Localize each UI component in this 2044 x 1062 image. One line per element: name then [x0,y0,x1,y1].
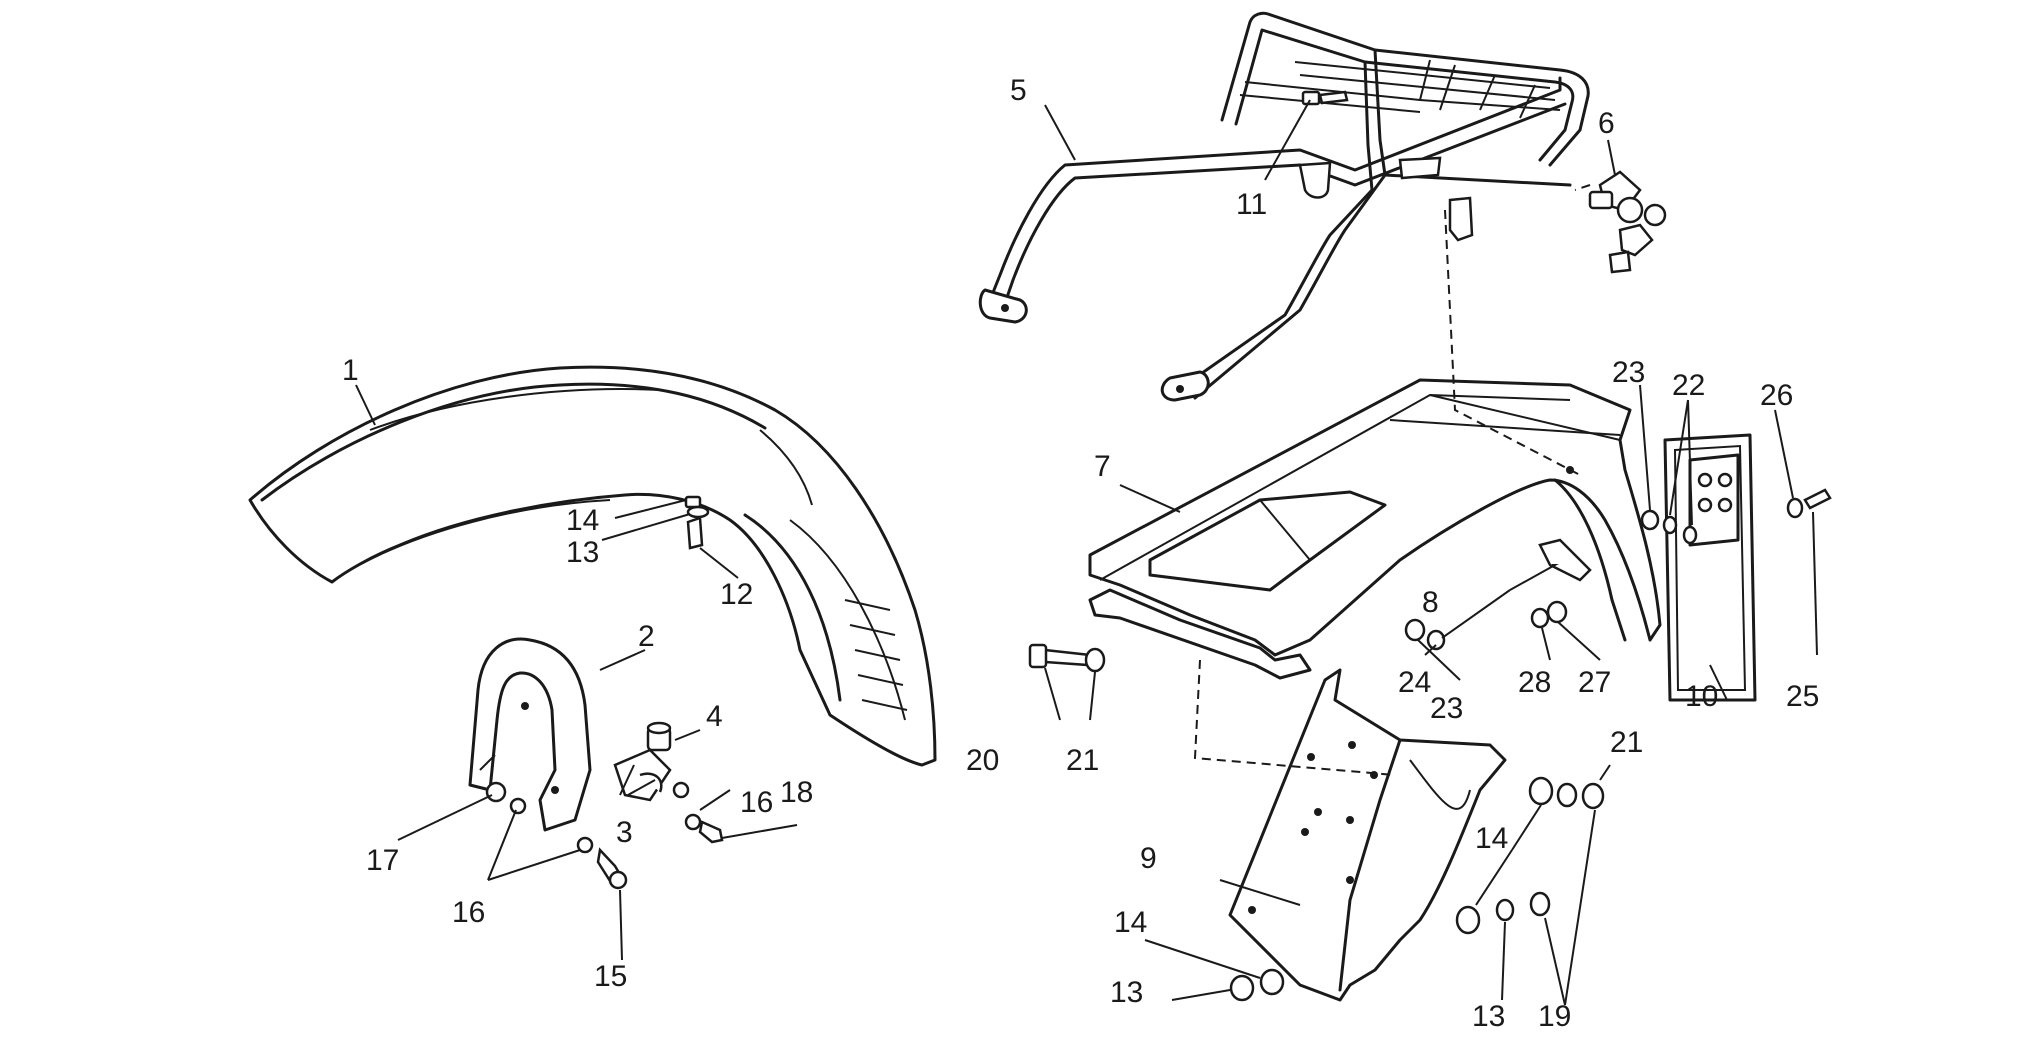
callout-14a: 14 [566,504,599,537]
callout-16a: 16 [452,896,485,929]
callout-26: 26 [1760,379,1793,412]
callout-20: 20 [966,744,999,777]
lower-plate-bracket [1228,668,1507,1002]
callout-18: 18 [780,776,813,809]
callout-6: 6 [1598,107,1615,140]
leader-lines [355,99,1818,1006]
mudguard-clip-hardware [684,495,710,550]
callout-4: 4 [706,700,723,733]
callout-12: 12 [720,578,753,611]
callout-9: 9 [1140,842,1157,875]
callout-14b: 14 [1475,822,1508,855]
rear-mudguard-tray [1088,378,1662,680]
callout-17: 17 [366,844,399,877]
callout-3: 3 [616,816,633,849]
callout-11: 11 [1236,188,1267,221]
callout-10: 10 [1685,680,1718,713]
clamp-assembly [613,721,690,802]
callout-25: 25 [1786,680,1819,713]
callout-15: 15 [594,960,627,993]
fasteners [1028,488,1832,1002]
callout-16b: 16 [740,786,773,819]
callout-8: 8 [1422,586,1439,619]
callout-14c: 14 [1114,906,1147,939]
rack-lock [1588,170,1667,274]
callout-21a: 21 [1066,744,1099,777]
mudguard-bracket [1538,538,1592,582]
license-plate-holder [1663,433,1757,702]
callout-7: 7 [1094,450,1111,483]
callout-22: 22 [1672,369,1705,402]
callout-labels: 1 2 3 4 5 6 7 8 9 10 11 12 13 14 17 16 1… [342,74,1819,1033]
u-bracket-hardware [485,781,724,890]
callout-2: 2 [638,620,655,653]
callout-1: 1 [342,354,359,387]
callout-24: 24 [1398,666,1431,699]
callout-13b: 13 [1110,976,1143,1009]
mudguard-vents [844,599,908,711]
luggage-rack [978,11,1590,402]
front-mudguard [248,365,937,767]
assembly-lines [1193,184,1591,776]
callout-28: 28 [1518,666,1551,699]
callout-19: 19 [1538,1000,1571,1033]
callout-27: 27 [1578,666,1611,699]
callout-5: 5 [1010,74,1027,107]
callout-13a: 13 [566,536,599,569]
callout-23a: 23 [1612,356,1645,389]
callout-13c: 13 [1472,1000,1505,1033]
callout-21b: 21 [1610,726,1643,759]
mudguard-u-bracket [468,637,592,832]
callout-23b: 23 [1430,692,1463,725]
